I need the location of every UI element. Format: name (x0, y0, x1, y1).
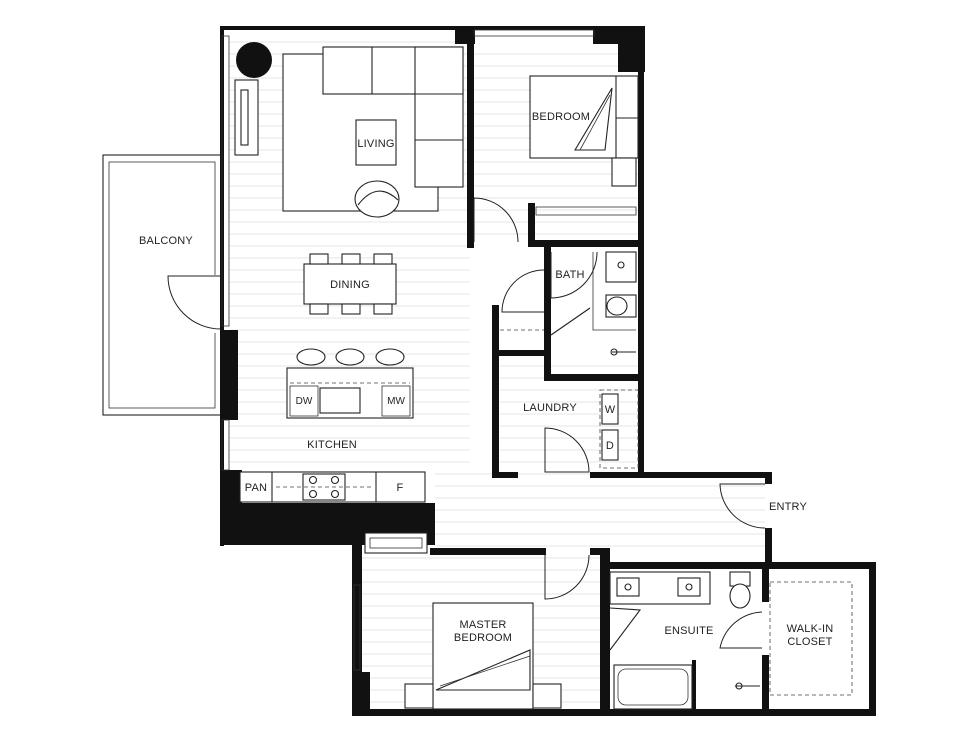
ensuite-fixtures (609, 571, 763, 710)
entry-door (719, 483, 766, 529)
kitchen-counter (239, 471, 426, 503)
label-microwave: MW (387, 396, 405, 407)
room-labels: BALCONY LIVING DINING KITCHEN BEDROOM BA… (139, 111, 833, 648)
fixture-labels: DW MW PAN F W D (245, 396, 616, 494)
label-living: LIVING (357, 138, 394, 150)
windows (221, 29, 595, 671)
label-master-bedroom-1: MASTER (459, 619, 506, 631)
label-dryer: D (606, 440, 614, 452)
kitchen-island (286, 348, 414, 419)
label-balcony: BALCONY (139, 235, 193, 247)
label-washer: W (605, 404, 616, 416)
label-entry: ENTRY (769, 501, 808, 513)
label-bedroom: BEDROOM (532, 111, 590, 123)
bedroom-furniture (473, 75, 639, 243)
balcony-area (102, 154, 223, 416)
laundry-fixtures (500, 329, 639, 473)
label-kitchen: KITCHEN (307, 439, 357, 451)
label-walkin-1: WALK-IN (787, 623, 834, 635)
label-walkin-2: CLOSET (787, 636, 832, 648)
living-furniture (234, 42, 464, 218)
label-pantry: PAN (245, 482, 267, 494)
master-bedroom-furniture (364, 532, 590, 710)
label-dishwasher: DW (296, 396, 313, 407)
dining-furniture (303, 253, 397, 315)
label-fridge: F (397, 482, 404, 494)
label-ensuite: ENSUITE (664, 625, 713, 637)
label-dining: DINING (330, 279, 370, 291)
label-laundry: LAUNDRY (523, 402, 577, 414)
label-master-bedroom-2: BEDROOM (454, 632, 512, 644)
label-bath: BATH (555, 269, 584, 281)
bath-fixtures (501, 251, 637, 356)
walls (220, 26, 876, 716)
